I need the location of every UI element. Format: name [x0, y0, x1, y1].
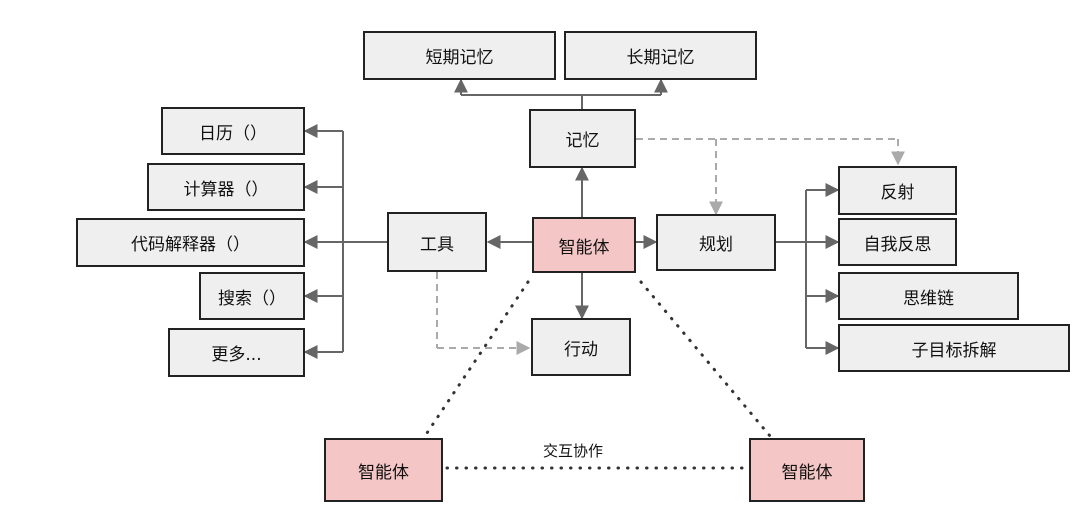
node-agent-center: 智能体	[532, 217, 636, 273]
node-plan-self-critics: 自我反思	[838, 218, 957, 266]
node-agent-right: 智能体	[749, 438, 865, 502]
edge-memory-to-memory-types	[454, 78, 668, 109]
node-planning: 规划	[656, 214, 776, 271]
node-action: 行动	[531, 318, 631, 376]
node-tool-more: 更多...	[168, 328, 305, 377]
node-plan-chain-of-thought: 思维链	[838, 272, 1019, 320]
node-plan-subgoal-decomposition: 子目标拆解	[838, 324, 1070, 372]
node-tool-calculator: 计算器（）	[147, 163, 305, 211]
label-interaction: 交互协作	[543, 442, 604, 460]
edge-tools-to-tool-list	[303, 124, 387, 359]
edge-agent-collaboration-dotted	[423, 280, 772, 470]
edge-planning-to-plan-list	[776, 183, 840, 355]
edge-tools-to-action-dashed	[436, 272, 531, 355]
node-tool-code-interpreter: 代码解释器（）	[76, 218, 305, 267]
node-tool-calendar: 日历（）	[161, 107, 305, 155]
edge-memory-to-planning-dashed	[636, 138, 905, 216]
node-memory: 记忆	[529, 109, 636, 168]
node-tool-search: 搜索（）	[199, 272, 305, 320]
node-agent-left: 智能体	[324, 438, 443, 502]
node-short-term-memory: 短期记忆	[363, 31, 556, 80]
node-plan-reflection: 反射	[838, 166, 957, 215]
node-long-term-memory: 长期记忆	[564, 31, 757, 80]
node-tools: 工具	[387, 212, 487, 272]
